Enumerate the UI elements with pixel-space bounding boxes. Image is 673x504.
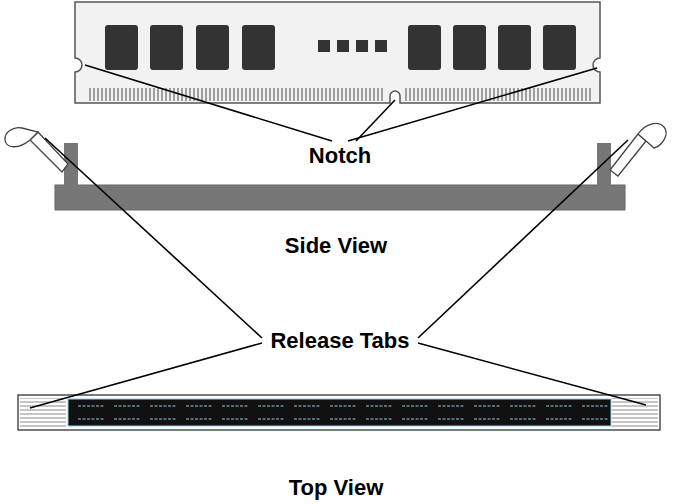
release-tabs-label: Release Tabs	[270, 329, 409, 353]
view-title: Top View	[289, 476, 384, 500]
slot-side-view	[55, 143, 625, 210]
memory-chips	[105, 25, 576, 70]
slot-top-view	[18, 395, 660, 430]
slot-contacts	[78, 406, 608, 419]
leader-lines	[30, 65, 646, 408]
release-tab-levers	[5, 123, 666, 176]
view-title: Side View	[285, 234, 387, 258]
memory-module	[75, 2, 600, 103]
notch-label: Notch	[309, 144, 371, 168]
